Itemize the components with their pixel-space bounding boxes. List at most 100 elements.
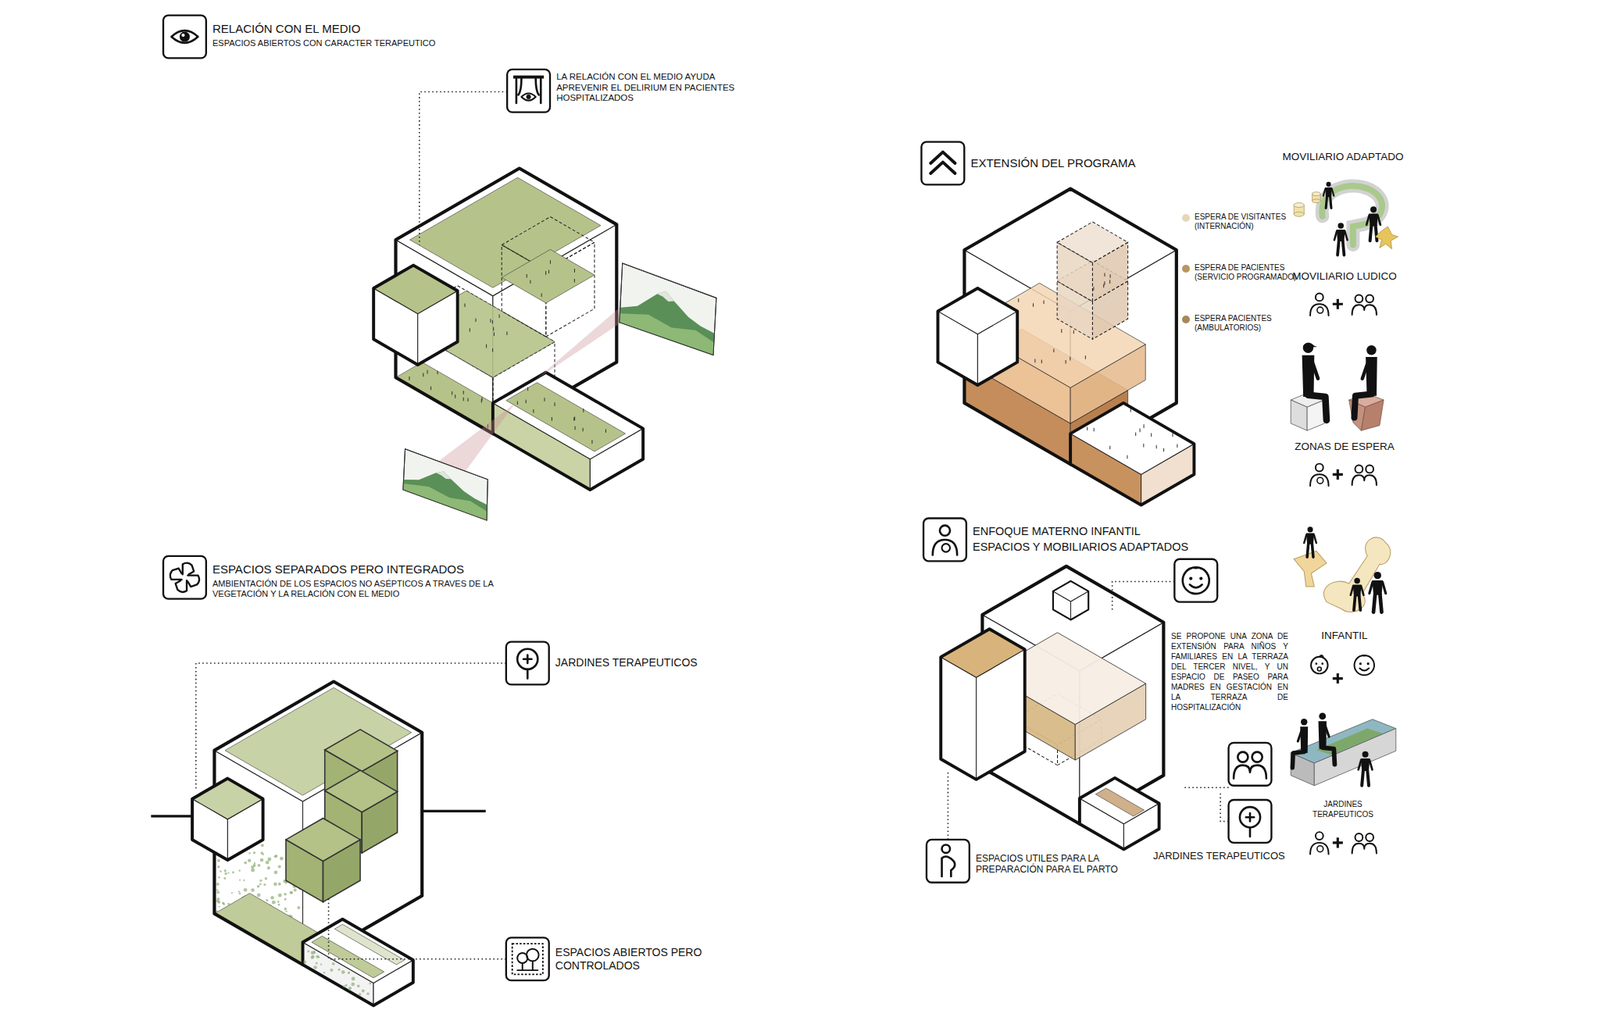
eye [1359,662,1362,665]
torso [1360,758,1371,772]
icon-frame [507,69,550,113]
building-separados [150,663,507,1006]
volume-outline [1053,581,1089,621]
person-mark [437,371,439,375]
landscape-photo [619,263,717,356]
cap [1303,342,1318,349]
legend-swatch [1182,315,1190,324]
person-mark [1171,433,1173,438]
curtain [516,78,541,104]
vegetation-dot [285,910,288,913]
vegetation-dot [257,864,261,868]
person-mark [1109,279,1111,284]
vegetation-dot [368,982,372,986]
icon-frame [926,839,970,883]
person-mark [605,428,607,433]
pupil [526,94,532,100]
icon-frame [1174,559,1218,603]
mother-icon [1310,293,1329,316]
head [1366,345,1376,355]
vegetation-dot [348,988,351,991]
volume-outline [492,372,643,490]
pupil [179,31,190,42]
person-mark [1130,408,1132,413]
hill [403,483,487,521]
mother-icon [1310,464,1329,486]
vegetation-dot [271,900,276,905]
curtain-icon [513,75,544,104]
arm [1362,360,1369,379]
torso [1353,584,1362,597]
person-mark [422,373,424,378]
vegetation-dot [345,984,348,987]
volume-face [325,770,398,813]
volume-face [940,628,1025,678]
person-mark [1065,360,1067,365]
seated-person [1302,342,1327,421]
chevron [930,152,955,174]
person-mark [1109,446,1111,450]
vegetation-dot [217,865,220,868]
person-mark [499,314,500,318]
vegetation-dot [284,898,287,901]
vegetation-dot [219,870,222,873]
vegetation-dot [338,968,341,972]
person-mark [475,317,476,322]
vegetation-dot [250,868,255,873]
tree-icon [1239,807,1261,837]
plus-sign [1332,469,1343,480]
plus-sign [1332,673,1343,684]
fence [512,943,543,975]
vegetation-dot [216,882,220,886]
vegetation-dot [311,955,315,959]
seated-person [1353,345,1377,418]
vegetation-dot [253,862,256,865]
vegetation-dot [303,960,307,965]
head [1374,571,1382,579]
legs [1292,751,1304,768]
legs [1353,596,1361,611]
face [1310,657,1329,675]
person-mark [1139,428,1141,433]
vegetation-dot [278,893,283,898]
person-silhouette [1323,182,1335,209]
person-mark [1143,424,1145,429]
building-extension [937,189,1194,506]
seat-block [1307,400,1325,431]
vegetation-dot [247,859,251,863]
body-text: ESPACIOS Y MOBILIARIOS ADAPTADOS [972,540,1189,554]
vegetation-dot [278,882,282,886]
hair [1355,655,1375,661]
vegetation-dot [310,956,315,960]
head [1315,293,1324,302]
play-sculpture [1323,537,1390,613]
person-mark [545,271,547,275]
person-mark [532,409,534,414]
torso [1325,187,1333,197]
plus-sign [1332,299,1343,310]
floor-plate [501,249,595,304]
person-mark [543,397,545,402]
person-mark [1034,359,1036,364]
icon-callout: LA RELACIÓN CON EL MEDIO AYUDA APREVENIR… [507,69,744,104]
landscape-photo [403,449,488,521]
person-silhouette [1350,578,1365,611]
heading-text: JARDINES TERAPEUTICOS [1132,850,1286,863]
person-mark [493,332,495,336]
head [1337,222,1344,229]
icon-callout: ESPACIOS UTILES PARA LA PREPARACIÓN PARA… [926,839,1140,876]
vegetation-dot [277,900,280,904]
vegetation-dot [315,955,319,959]
axis-line [150,814,192,818]
legend-swatch [1182,214,1190,222]
vegetation-dot [278,903,281,907]
vegetation-dot [273,855,276,858]
vegetation-dot [260,851,264,855]
vegetation-dot [361,989,365,993]
person-mark [489,318,491,323]
figure-caption: INFANTIL [1321,629,1368,643]
vegetation-dot [307,950,310,954]
vegetation-dot [323,971,325,974]
face [1354,655,1375,675]
vegetation-dot [315,962,318,965]
